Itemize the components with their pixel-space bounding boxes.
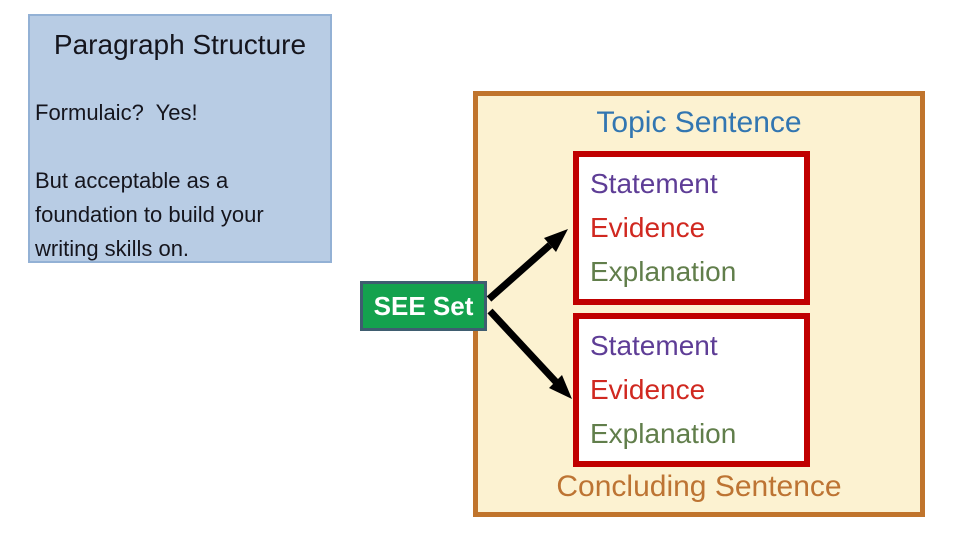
see-box-1: Statement Evidence Explanation	[573, 151, 810, 305]
concluding-sentence-label: Concluding Sentence	[556, 470, 842, 503]
see-box-2-explanation: Explanation	[590, 418, 737, 449]
see-set-badge: SEE Set	[360, 281, 487, 331]
intro-body: But acceptable as a foundation to build …	[30, 164, 330, 266]
intro-body-line: foundation to build your	[35, 202, 264, 227]
see-box-2-evidence: Evidence	[590, 374, 706, 405]
intro-body-line: But acceptable as a	[35, 168, 229, 193]
formulaic-statement: Formulaic? Yes!	[35, 100, 198, 125]
intro-body-line: writing skills on.	[35, 236, 190, 261]
slide-title: Paragraph Structure	[53, 29, 307, 60]
see-box-1-statement: Statement	[590, 168, 718, 199]
topic-sentence-label: Topic Sentence	[596, 106, 802, 139]
see-set-label: SEE Set	[373, 290, 474, 321]
see-box-1-explanation: Explanation	[590, 256, 737, 287]
see-box-2-statement: Statement	[590, 330, 718, 361]
paragraph-frame: Topic Sentence Statement Evidence Explan…	[473, 91, 925, 517]
see-box-1-evidence: Evidence	[590, 212, 706, 243]
see-box-2: Statement Evidence Explanation	[573, 313, 810, 467]
intro-panel: Paragraph Structure Formulaic? Yes! But …	[28, 14, 332, 263]
